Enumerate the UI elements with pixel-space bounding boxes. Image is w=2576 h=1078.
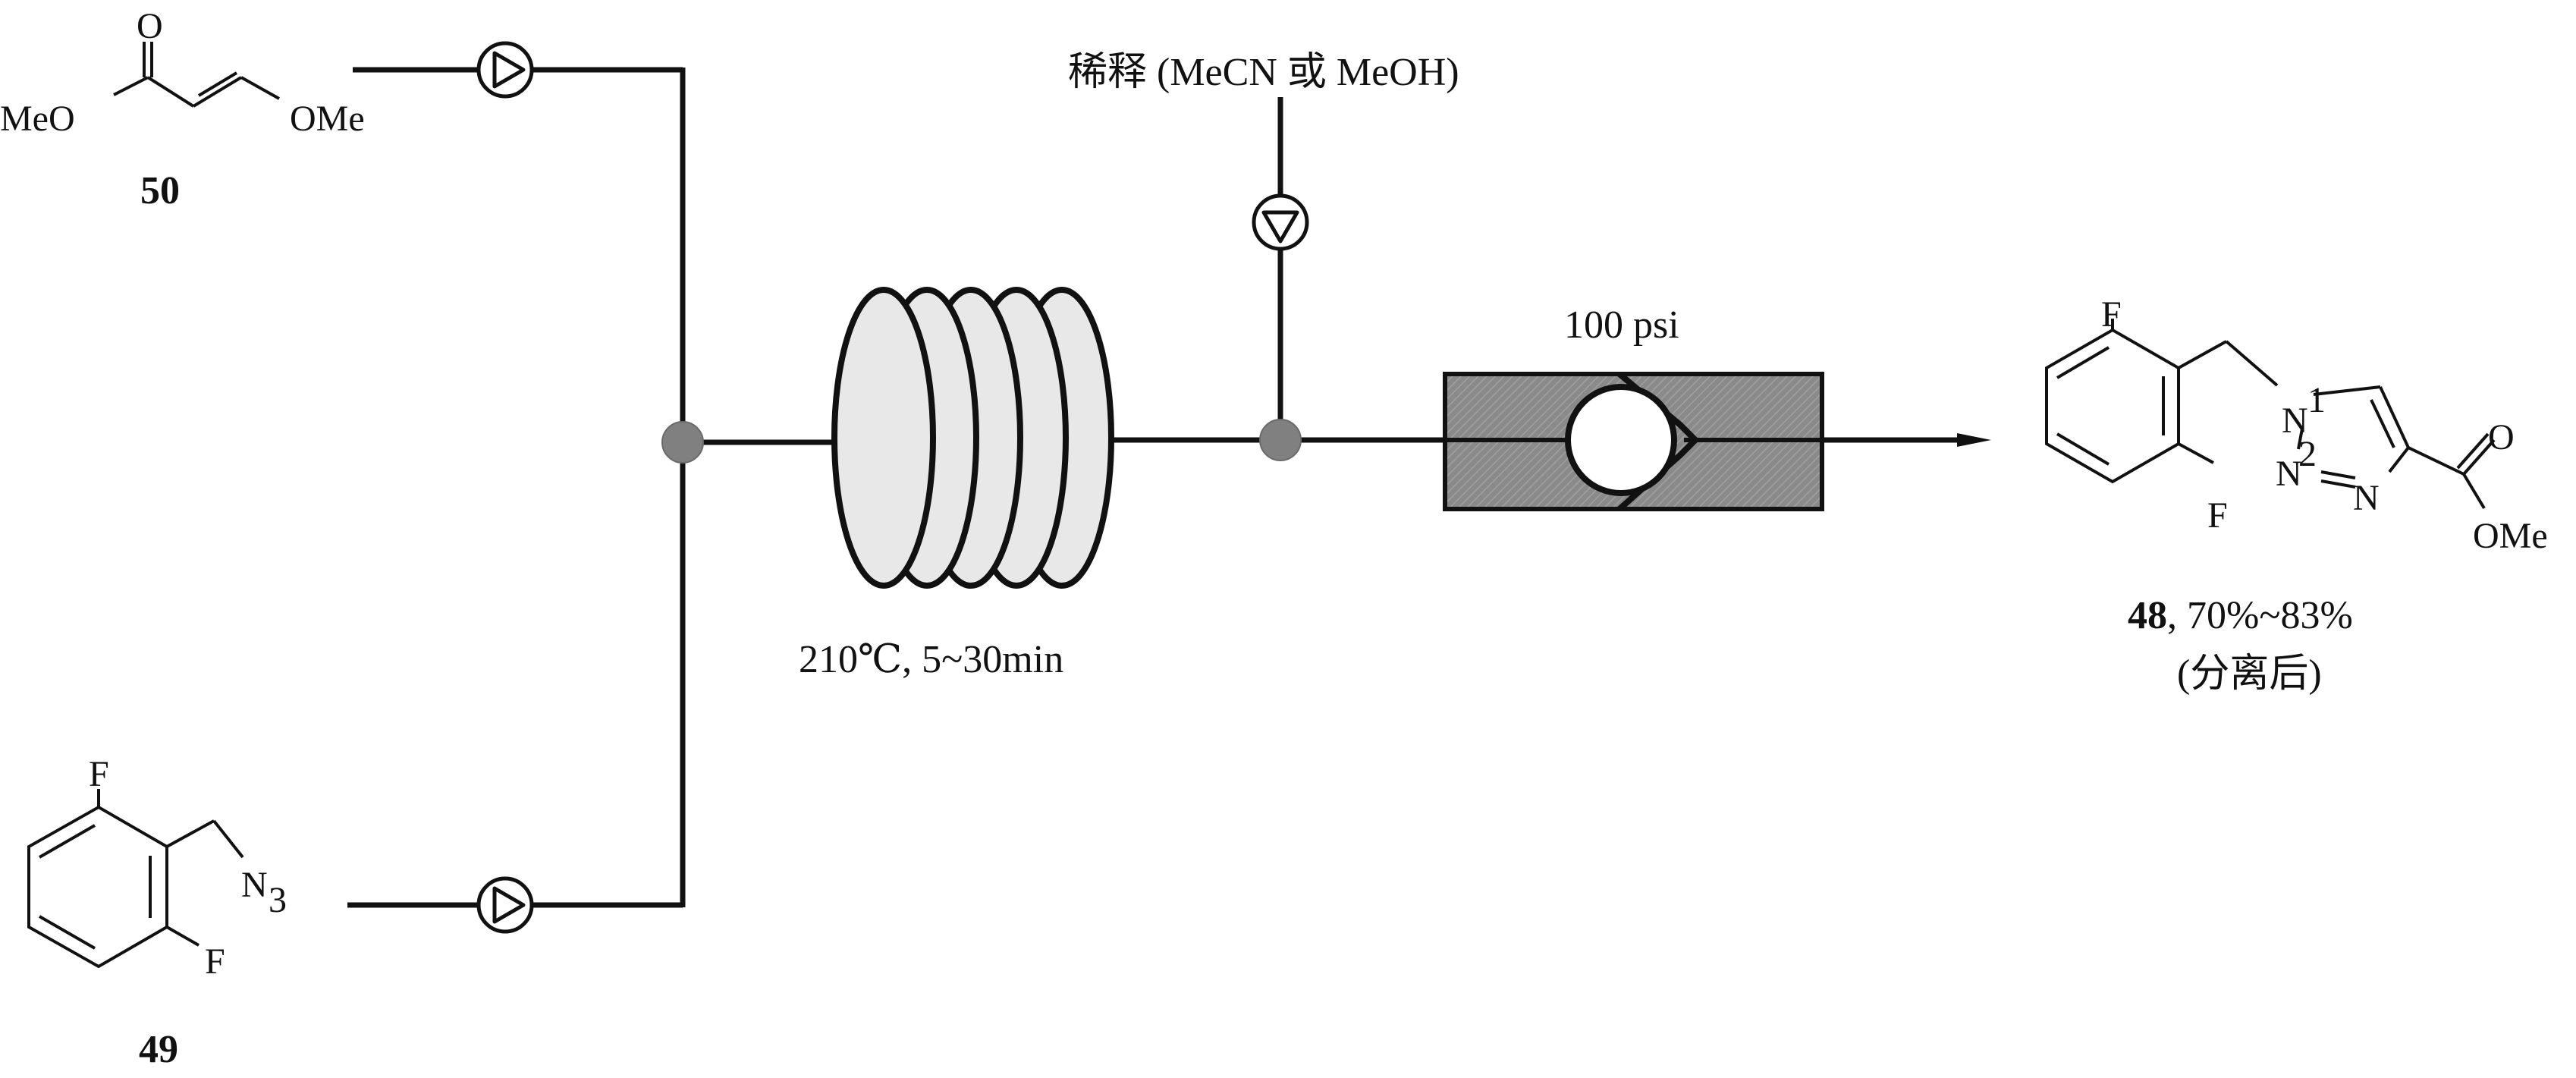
dilution-junction [1259, 419, 1302, 461]
flow-lines [347, 67, 1965, 908]
carbonyl-oxygen: O [2488, 417, 2515, 457]
product-yield: , 70%~83% [2167, 594, 2353, 637]
pump-icon [476, 41, 534, 99]
compound-49-number: 49 [139, 1028, 178, 1071]
fluorine-top: F [89, 754, 109, 794]
ester-ome: OMe [2473, 516, 2548, 556]
azide-subscript: 3 [269, 880, 287, 920]
fluorine-bottom: F [205, 941, 225, 982]
product-48-structure: F F N 1 N N 2 O OMe 48, 70%~83% (分离后) [2045, 294, 2548, 696]
product-fluorine-bottom: F [2207, 495, 2228, 536]
compound-50-number: 50 [140, 169, 180, 212]
meo-group: MeO [0, 99, 75, 139]
product-caption: 48, 70%~83% [2128, 594, 2353, 637]
product-48-number: 48 [2128, 594, 2167, 637]
coil-reactor-icon [831, 287, 1114, 589]
arrow-icon [1957, 433, 1991, 447]
reactor-conditions-label: 210℃, 5~30min [799, 638, 1063, 681]
azide-nitrogen: N [241, 865, 268, 905]
triazole-n1: N [2282, 401, 2308, 441]
triazole-n1-number: 1 [2307, 380, 2326, 420]
ome-group: OMe [290, 99, 365, 139]
dilution-label: 稀释 (MeCN 或 MeOH) [1068, 51, 1459, 94]
product-fluorine-top: F [2101, 294, 2122, 335]
triazole-n2: N [2276, 454, 2302, 494]
carbonyl-oxygen: O [137, 6, 163, 46]
triazole-n2-number: 2 [2298, 434, 2317, 474]
mixing-junction [661, 421, 704, 464]
pressure-label: 100 psi [1564, 303, 1679, 347]
triazole-n3: N [2353, 478, 2380, 518]
pump-icon [476, 876, 534, 934]
back-pressure-regulator-icon [1443, 371, 1824, 511]
pump-icon [1252, 193, 1309, 251]
compound-50-structure: O MeO OMe 50 [0, 6, 365, 212]
product-note: (分离后) [2177, 652, 2322, 696]
compound-49-structure: F F N 3 49 [27, 754, 287, 1071]
